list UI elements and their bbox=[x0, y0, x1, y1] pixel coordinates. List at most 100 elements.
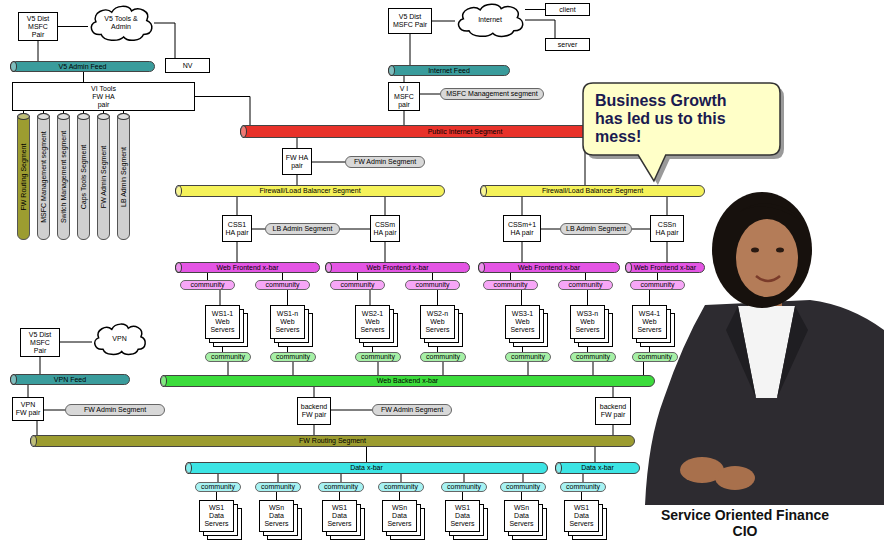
connector bbox=[357, 273, 358, 280]
node-label: server bbox=[558, 41, 577, 49]
network-segment-pipe: Web Frontend x-bar bbox=[625, 262, 705, 273]
node-label: WSn Data Servers bbox=[385, 504, 415, 528]
server-stack: WS1-n Web Servers bbox=[270, 305, 305, 339]
connector-line bbox=[404, 111, 405, 125]
connector-line bbox=[464, 474, 465, 482]
connector bbox=[521, 492, 522, 500]
node-label: NV bbox=[183, 62, 193, 70]
connector bbox=[60, 342, 92, 343]
node-label: community bbox=[511, 353, 545, 361]
connector bbox=[287, 290, 288, 305]
server-box bbox=[565, 501, 599, 532]
node-label: WS1-n Web Servers bbox=[273, 310, 303, 334]
node-label: V5 Dist MSFC Pair bbox=[23, 331, 57, 355]
segment-capsule: FW Admin Segment bbox=[65, 404, 165, 416]
connector-line bbox=[237, 197, 238, 215]
cloud-shape bbox=[91, 6, 152, 40]
node-label: client bbox=[559, 6, 575, 14]
connector-line bbox=[585, 273, 586, 280]
network-box: V5 Dist MSFC Pair bbox=[388, 8, 432, 34]
server-box bbox=[271, 306, 305, 339]
node-label: WSn Data Servers bbox=[262, 504, 292, 528]
node-label: WS2-1 Web Servers bbox=[358, 310, 388, 334]
connector bbox=[632, 229, 650, 230]
connector-line bbox=[581, 492, 582, 500]
network-box: backend FW pair bbox=[297, 397, 331, 425]
connector bbox=[404, 111, 405, 125]
connector-line bbox=[657, 273, 658, 280]
connector bbox=[38, 41, 39, 61]
connector bbox=[525, 20, 555, 38]
network-segment-pipe: Internet Feed bbox=[388, 65, 510, 76]
node-label: community bbox=[201, 483, 235, 491]
node-label: community bbox=[261, 483, 295, 491]
connector-line bbox=[528, 362, 529, 375]
network-box: backend FW pair bbox=[595, 397, 631, 425]
server-stack: WS1-1 Web Servers bbox=[205, 305, 240, 339]
connector bbox=[525, 9, 545, 10]
node-label: community bbox=[191, 281, 225, 289]
connector bbox=[314, 387, 315, 397]
connector bbox=[510, 273, 511, 280]
node-label: community bbox=[638, 353, 672, 361]
node-label: V5 Tools & Admin bbox=[96, 15, 146, 31]
node-label: community bbox=[416, 281, 450, 289]
connector bbox=[44, 410, 65, 411]
node-label: FW Admin Segment bbox=[84, 406, 146, 414]
connector bbox=[464, 474, 465, 482]
node-label: community bbox=[384, 483, 418, 491]
face bbox=[736, 219, 798, 297]
connector-line bbox=[282, 273, 283, 280]
node-label: VI Tools FW HA pair bbox=[88, 85, 120, 109]
connector-line bbox=[83, 72, 84, 82]
network-box: server bbox=[545, 38, 590, 51]
pipe-end-cap bbox=[10, 374, 17, 385]
connector-line bbox=[420, 94, 440, 95]
server-box bbox=[633, 306, 667, 339]
connector-line bbox=[613, 387, 614, 397]
server-box bbox=[446, 501, 480, 532]
server-box bbox=[571, 306, 605, 339]
connector-line bbox=[432, 21, 455, 22]
network-segment-pipe: Switch Management segment bbox=[57, 113, 70, 240]
node-label: WS1 Data Servers bbox=[325, 504, 355, 528]
connector bbox=[593, 362, 594, 375]
cloud-shape bbox=[95, 324, 145, 354]
node-label: community bbox=[276, 353, 310, 361]
network-segment-pipe: Web Frontend x-bar bbox=[325, 262, 470, 273]
connector bbox=[154, 23, 175, 58]
segment-capsule: community bbox=[505, 352, 551, 362]
connector-line bbox=[595, 447, 596, 462]
connector-line bbox=[541, 229, 560, 230]
connector-line bbox=[312, 162, 345, 163]
connector-line bbox=[28, 385, 29, 397]
node-label: VPN FW pair bbox=[15, 401, 41, 417]
connector-line bbox=[44, 410, 65, 411]
pipe-end-cap bbox=[325, 262, 332, 273]
connector-line bbox=[462, 492, 463, 500]
connector bbox=[443, 362, 444, 375]
server-stack: WSn Data Servers bbox=[382, 500, 417, 532]
pipe-end-cap bbox=[480, 185, 487, 197]
fringe bbox=[740, 203, 800, 220]
connector-line bbox=[58, 26, 88, 27]
connector-line bbox=[293, 362, 294, 375]
connector-line bbox=[443, 362, 444, 375]
connector-line bbox=[314, 387, 315, 397]
node-label: FW Admin Segment bbox=[354, 158, 416, 166]
connector bbox=[587, 290, 588, 305]
server-stack: WS3-n Web Servers bbox=[570, 305, 605, 339]
server-box bbox=[356, 306, 390, 339]
node-label: FW Routing Segment bbox=[299, 437, 366, 445]
network-segment-pipe: FW Routing Segment bbox=[17, 113, 30, 240]
connector-line bbox=[522, 197, 523, 215]
cloud-shape bbox=[459, 4, 523, 36]
connector bbox=[585, 273, 586, 280]
node-label: Internet bbox=[478, 16, 502, 24]
connector bbox=[401, 474, 402, 482]
connector bbox=[340, 229, 370, 230]
node-label: WS3-1 Web Servers bbox=[508, 310, 538, 334]
connector-line bbox=[385, 197, 386, 215]
connector bbox=[595, 447, 596, 462]
pipe-end-cap bbox=[240, 125, 247, 138]
